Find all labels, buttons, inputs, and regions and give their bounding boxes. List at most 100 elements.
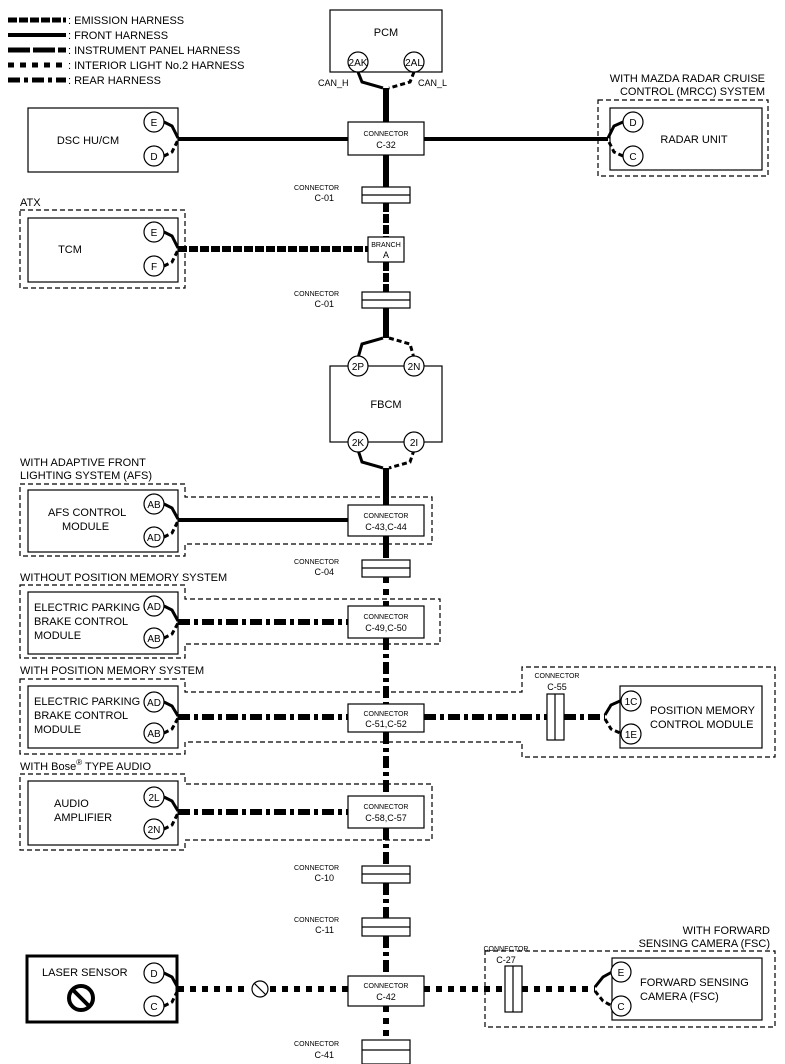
c11-word: CONNECTOR [294,917,339,924]
epb1-label-1: ELECTRIC PARKING [34,602,140,614]
tcm-pin-e: E [151,228,158,239]
radar-pin-d: D [629,118,636,129]
afs-label-2: MODULE [62,521,109,533]
connector-c41: CONNECTOR C-41 [294,1039,411,1064]
c42-word: CONNECTOR [364,983,409,990]
fbcm-pin-2i: 2I [410,438,418,449]
tcm-note: ATX [20,197,41,209]
legend-emission-label: : EMISSION HARNESS [68,15,184,27]
epb2-pin-ad: AD [147,698,161,709]
pcm-pin-2ak: 2AK [349,58,368,69]
audio-label-1: AUDIO [54,798,89,810]
audio-group: WITH Bose® TYPE AUDIO AUDIO AMPLIFIER 2L… [19,758,433,851]
fbcm-pin-2n: 2N [408,362,421,373]
connector-c04: CONNECTOR C-04 [294,559,411,578]
tcm-group: ATX TCM E F [19,197,368,289]
laser-pin-d: D [150,969,157,980]
c55-word: CONNECTOR [535,673,580,680]
connector-c32-id: C-32 [376,140,396,150]
fbcm-label: FBCM [370,399,401,411]
c11-id: C-11 [315,925,334,935]
fsc-label-1: FORWARD SENSING [640,977,749,989]
fbcm-pin-2p: 2P [352,362,365,373]
can-h-label: CAN_H [318,78,349,88]
radar-label: RADAR UNIT [660,134,728,146]
fsc-note-2: SENSING CAMERA (FSC) [639,938,770,950]
epb2-label-2: BRAKE CONTROL [34,710,128,722]
epb1-conn-id: C-49,C-50 [365,623,407,633]
afs-label-1: AFS CONTROL [48,507,126,519]
branch-word: BRANCH [371,242,401,249]
fsc-pin-e: E [618,968,625,979]
c10-id: C-10 [314,873,334,883]
fbcm-module: FBCM 2P 2N 2K 2I [329,355,443,453]
legend-rear-label: : REAR HARNESS [68,75,161,87]
epb2-pin-ab: AB [147,729,161,740]
epb2-note: WITH POSITION MEMORY SYSTEM [20,665,204,677]
posmem-pin-1c: 1C [625,697,638,708]
epb1-pin-ad: AD [147,602,161,613]
branch-a: BRANCH A [367,236,405,263]
pcm-label: PCM [374,27,398,39]
afs-conn-id: C-43,C-44 [365,522,407,532]
audio-conn-word: CONNECTOR [364,804,409,811]
not-used-icon [251,980,269,998]
epb1-pin-ab: AB [147,634,161,645]
branch-id: A [383,250,389,260]
afs-pin-ab: AB [147,500,161,511]
fsc-note-1: WITH FORWARD [683,925,770,937]
radar-note-2: CONTROL (MRCC) SYSTEM [620,86,765,98]
legend-instrument-label: : INSTRUMENT PANEL HARNESS [68,45,240,57]
epb2-conn-word: CONNECTOR [364,711,409,718]
c41-word: CONNECTOR [294,1041,339,1048]
c01-upper-word: CONNECTOR [294,185,339,192]
afs-note-2: LIGHTING SYSTEM (AFS) [20,470,152,482]
fsc-pin-c: C [617,1002,624,1013]
laser-label: LASER SENSOR [42,967,128,979]
fbcm-pin-2k: 2K [352,438,365,449]
epb1-label-2: BRAKE CONTROL [34,616,128,628]
tcm-pin-f: F [151,262,157,273]
radar-note-1: WITH MAZDA RADAR CRUISE [610,73,765,85]
epb1-conn-word: CONNECTOR [364,614,409,621]
dsc-pin-d: D [150,152,157,163]
radar-group: WITH MAZDA RADAR CRUISE CONTROL (MRCC) S… [424,73,769,177]
epb2-label-3: MODULE [34,724,81,736]
connector-c11: CONNECTOR C-11 [294,917,411,937]
connector-c01-lower: CONNECTOR C-01 [294,291,411,309]
tcm-label: TCM [58,244,82,256]
c01-lower-word: CONNECTOR [294,291,339,298]
c01-lower-id: C-01 [314,299,334,309]
epb1-label-3: MODULE [34,630,81,642]
connector-c32-word: CONNECTOR [364,131,409,138]
connector-c10: CONNECTOR C-10 [294,865,411,884]
c27-id: C-27 [496,955,516,965]
afs-conn-word: CONNECTOR [364,513,409,520]
audio-pin-2n: 2N [148,825,161,836]
afs-note-1: WITH ADAPTIVE FRONT [20,457,146,469]
dsc-pin-e: E [151,118,158,129]
c10-word: CONNECTOR [294,865,339,872]
epb-with-memory-group: WITH POSITION MEMORY SYSTEM ELECTRIC PAR… [19,665,776,758]
audio-pin-2l: 2L [148,793,160,804]
c42-id: C-42 [376,992,396,1002]
legend-front-label: : FRONT HARNESS [68,30,168,42]
c04-word: CONNECTOR [294,559,339,566]
pcm-module: PCM 2AK 2AL CAN_H CAN_L [318,9,447,90]
c04-id: C-04 [314,567,334,577]
epb-without-memory-group: WITHOUT POSITION MEMORY SYSTEM ELECTRIC … [19,572,441,659]
posmem-pin-1e: 1E [625,730,638,741]
dsc-module: DSC HU/CM E D [27,107,348,173]
main-trunk [356,88,416,1040]
legend-interior-label: : INTERIOR LIGHT No.2 HARNESS [68,60,244,72]
audio-conn-id: C-58,C-57 [365,813,407,823]
c27-word: CONNECTOR [484,946,529,953]
prohibited-icon [67,984,95,1012]
afs-group: WITH ADAPTIVE FRONT LIGHTING SYSTEM (AFS… [19,457,433,557]
c41-id: C-41 [314,1050,334,1060]
connector-c01-upper: CONNECTOR C-01 [294,185,411,204]
posmem-label-2: CONTROL MODULE [650,719,754,731]
epb2-conn-id: C-51,C-52 [365,719,407,729]
c01-upper-id: C-01 [314,193,334,203]
audio-label-2: AMPLIFIER [54,812,112,824]
